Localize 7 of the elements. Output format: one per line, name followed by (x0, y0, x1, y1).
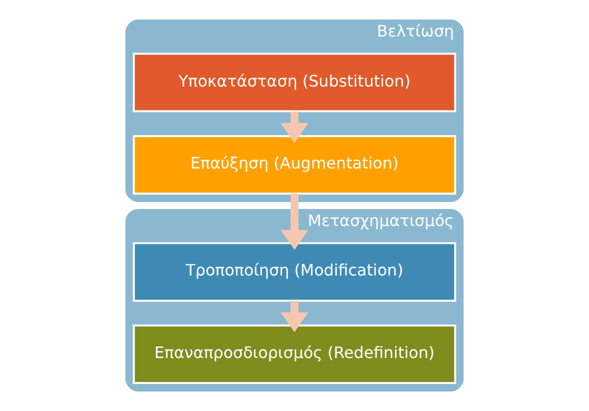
node-box: Τροποποίηση (Modification) (132, 242, 456, 302)
node-box: Υποκατάσταση (Substitution) (132, 52, 456, 112)
node-box: Επαναπροσδιορισμός (Redefinition) (132, 324, 456, 384)
arrow (280, 194, 308, 250)
arrow (280, 301, 308, 332)
node-box: Επαύξηση (Augmentation) (132, 135, 456, 195)
arrow (280, 112, 308, 143)
